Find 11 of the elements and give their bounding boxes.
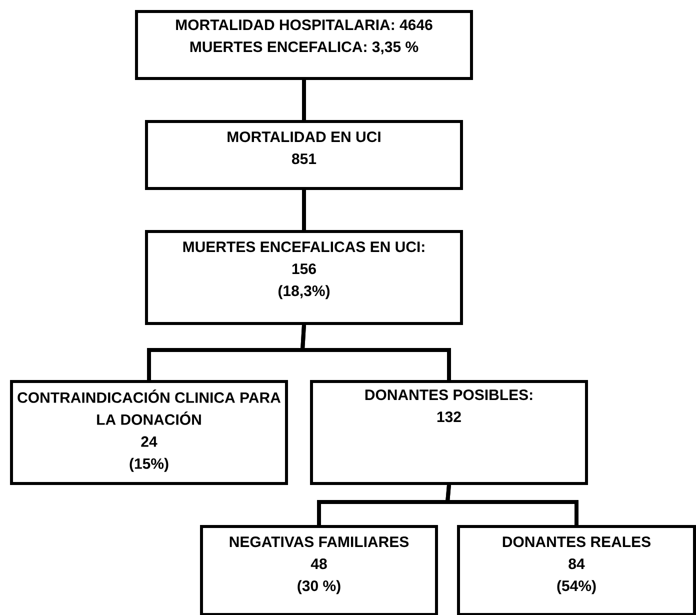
- connector-line: [302, 190, 306, 230]
- process-box: MORTALIDAD EN UCI 851: [145, 120, 463, 190]
- process-box: MUERTES ENCEFALICAS EN UCI: 156 (18,3%): [145, 230, 463, 325]
- connector-line: [300, 324, 451, 380]
- connector-line: [302, 80, 306, 120]
- process-box: NEGATIVAS FAMILIARES 48 (30 %): [200, 525, 438, 615]
- process-box: DONANTES REALES 84 (54%): [457, 525, 696, 615]
- process-box: MORTALIDAD HOSPITALARIA: 4646 MUERTES ENCEFALICA: 3,35 %: [135, 10, 473, 80]
- process-box: DONANTES POSIBLES: 132: [310, 380, 588, 485]
- connector-line: [445, 484, 578, 525]
- process-box: CONTRAINDICACIÓN CLINICA PARA LA DONACIÓN 24 (15%): [10, 380, 288, 485]
